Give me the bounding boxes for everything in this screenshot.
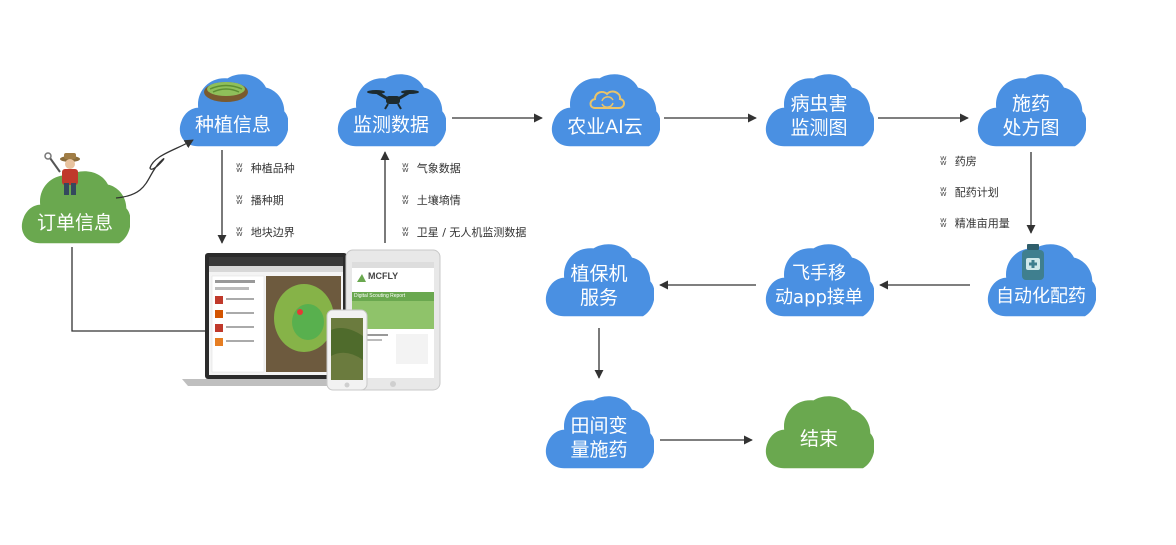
node-auto-dispensing: 自动化配药: [986, 282, 1096, 312]
note-text: 药房: [954, 155, 977, 168]
note-dispensing-plan: ʬ 配药计划: [940, 184, 999, 200]
note-precise-dosage: ʬ 精准亩用量: [940, 215, 1010, 231]
node-plant-protection-line2: 服务: [579, 287, 618, 309]
connectors: [71, 113, 1036, 445]
leaf-icon: ʬ: [402, 224, 409, 240]
node-prescription-map: 施药 处方图: [976, 88, 1086, 144]
medicine-bottle-icon: [1022, 244, 1044, 280]
arrow-order-to-planting: [115, 139, 194, 199]
node-end-label: 结束: [799, 428, 838, 450]
note-soil-moisture: ʬ 土壤墒情: [402, 192, 461, 208]
note-text: 气象数据: [416, 162, 461, 175]
field-icon: [204, 82, 248, 102]
node-app-order: 飞手移 动app接单: [764, 258, 874, 314]
note-text: 卫星 / 无人机监测数据: [416, 226, 527, 239]
node-planting-info-label: 种植信息: [194, 114, 271, 136]
note-planting-variety: ʬ 种植品种: [236, 160, 295, 176]
note-text: 土壤墒情: [416, 194, 461, 207]
leaf-icon: ʬ: [236, 192, 243, 208]
node-variable-spraying: 田间变 量施药: [544, 410, 654, 466]
tablet-report-title: Digital Scouting Report: [354, 293, 406, 299]
node-agri-ai-cloud: 农业AI云: [550, 112, 660, 142]
node-end: 结束: [764, 424, 874, 454]
leaf-icon: ʬ: [236, 224, 243, 240]
leaf-icon: ʬ: [402, 192, 409, 208]
leaf-icon: ʬ: [940, 215, 947, 231]
note-text: 播种期: [250, 194, 284, 207]
node-variable-spraying-line2: 量施药: [570, 439, 628, 461]
node-agri-ai-cloud-label: 农业AI云: [567, 116, 643, 138]
node-pest-map-line1: 病虫害: [790, 93, 848, 115]
farmer-icon: [44, 152, 80, 195]
note-sowing-period: ʬ 播种期: [236, 192, 284, 208]
leaf-icon: ʬ: [940, 153, 947, 169]
note-text: 精准亩用量: [954, 217, 1010, 230]
node-app-order-line2: 动app接单: [775, 287, 863, 308]
node-app-order-line1: 飞手移: [792, 263, 846, 284]
node-prescription-map-line2: 处方图: [1002, 117, 1060, 139]
node-order-info: 订单信息: [20, 205, 130, 241]
tablet-brand: MCFLY: [368, 271, 399, 281]
node-variable-spraying-line1: 田间变: [570, 415, 628, 437]
drone-icon: [367, 90, 419, 110]
node-order-info-label: 订单信息: [36, 212, 113, 234]
note-weather-data: ʬ 气象数据: [402, 160, 461, 176]
note-text: 地块边界: [250, 226, 295, 239]
node-auto-dispensing-label: 自动化配药: [996, 286, 1086, 307]
note-text: 种植品种: [250, 162, 295, 175]
node-pest-map: 病虫害 监测图: [764, 88, 874, 144]
note-field-boundary: ʬ 地块边界: [236, 224, 295, 240]
leaf-icon: ʬ: [236, 160, 243, 176]
note-satellite-drone-data: ʬ 卫星 / 无人机监测数据: [402, 224, 526, 240]
node-pest-map-line2: 监测图: [790, 117, 848, 139]
note-text: 配药计划: [954, 186, 999, 199]
leaf-icon: ʬ: [402, 160, 409, 176]
node-plant-protection: 植保机 服务: [544, 258, 654, 314]
node-monitoring-data: 监测数据: [336, 110, 446, 140]
line-order-to-laptop: [71, 247, 206, 332]
node-monitoring-data-label: 监测数据: [352, 114, 429, 136]
node-prescription-map-line1: 施药: [1011, 93, 1050, 115]
leaf-icon: ʬ: [940, 184, 947, 200]
note-pharmacy: ʬ 药房: [940, 153, 977, 169]
phone-device: [326, 309, 368, 391]
cloud-sync-icon: [589, 90, 625, 109]
node-plant-protection-line1: 植保机: [570, 263, 628, 285]
node-planting-info: 种植信息: [178, 110, 288, 140]
